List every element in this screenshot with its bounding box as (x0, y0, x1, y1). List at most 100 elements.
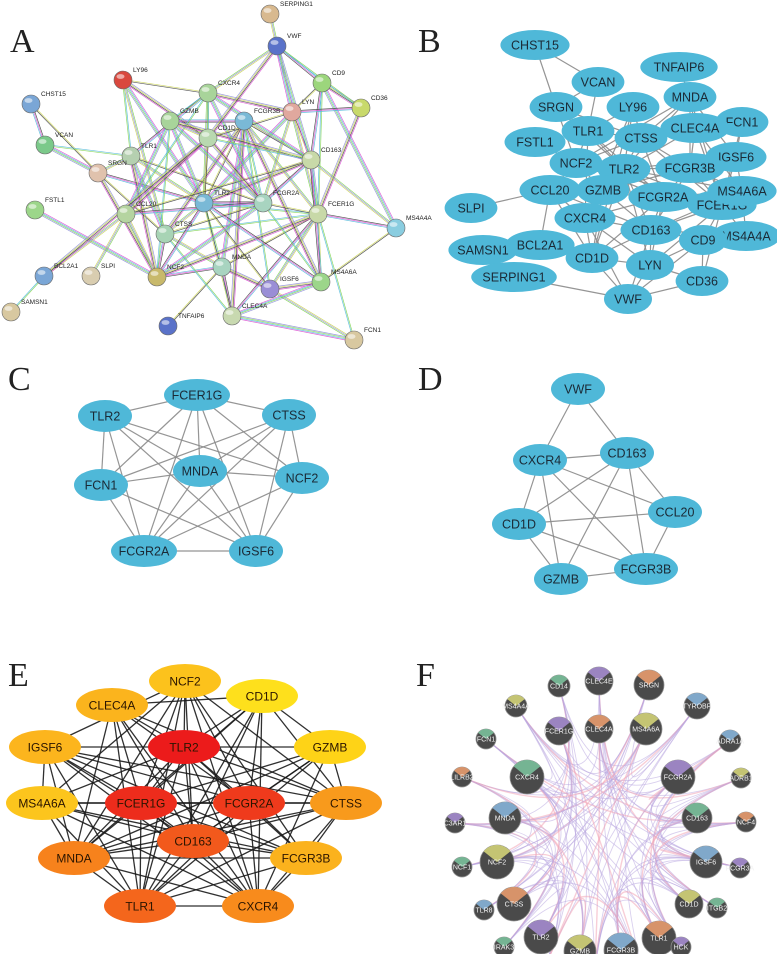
a-edge (231, 281, 321, 316)
a-edge (165, 214, 319, 235)
f-node-wedge (507, 695, 525, 706)
b-node-ellipse (505, 230, 575, 260)
b-node-cxcr4: CXCR4 (554, 203, 616, 233)
f-edge (540, 895, 637, 954)
a-edge (317, 214, 354, 341)
a-node-ball (113, 70, 133, 90)
b-node-label: CD1D (575, 252, 609, 266)
e-node-label: IGSF6 (28, 741, 63, 755)
a-edge (126, 213, 159, 277)
b-node-ms4a6a: MS4A6A (707, 176, 777, 206)
e-edge (73, 695, 263, 859)
a-node-ball (198, 128, 218, 148)
a-node-highlight (304, 154, 313, 159)
a-node-ball (260, 4, 280, 24)
a-edge (169, 121, 263, 204)
f-node-fcgr2a: FCGR2A (660, 759, 696, 795)
f-node-wedge (513, 760, 541, 777)
a-node-highlight (37, 270, 46, 275)
e-node-ellipse (76, 688, 148, 722)
f-node-label: IRAK3 (494, 945, 514, 952)
a-node-highlight (225, 310, 234, 315)
c-node-ellipse (78, 400, 132, 432)
a-edge (278, 45, 313, 160)
a-node-cd1d: CD1D (198, 125, 236, 148)
e-node-cd1d: CD1D (226, 679, 298, 713)
a-edge (157, 203, 206, 278)
f-node-wedge (527, 920, 555, 937)
a-node-highlight (311, 208, 320, 213)
a-edge (317, 214, 396, 230)
e-node-ellipse (222, 889, 294, 923)
a-edge (277, 45, 293, 112)
c-edge (143, 394, 198, 552)
e-edge (139, 746, 185, 907)
a-edge (122, 80, 208, 94)
b-node-label: FCGR2A (638, 191, 689, 205)
f-node-mnda: MNDA (488, 801, 522, 835)
b-node-fcgr2a: FCGR2A (628, 182, 698, 212)
a-node-highlight (201, 87, 210, 92)
f-node-wedge (645, 921, 673, 938)
a-edge (121, 80, 203, 205)
a-node-lyn: LYN (282, 99, 314, 122)
a-edge (269, 288, 355, 341)
e-node-cd163: CD163 (157, 824, 229, 858)
a-edge (157, 214, 319, 278)
f-edge (503, 888, 565, 948)
b-node-label: FCGR3B (665, 162, 716, 176)
a-node-highlight (256, 197, 265, 202)
b-node-cd163: CD163 (620, 215, 682, 245)
a-edge (89, 213, 126, 276)
a-edge (169, 122, 311, 162)
a-edge (204, 112, 294, 205)
a-edge (126, 203, 264, 216)
a-edge (98, 172, 158, 277)
b-node-samsn1: SAMSN1 (448, 235, 518, 265)
a-node-ball (311, 272, 331, 292)
c-edge (143, 477, 303, 552)
f-node-label: CD14 (550, 684, 568, 691)
e-node-fcer1g: FCER1G (105, 786, 177, 820)
e-node-ellipse (38, 841, 110, 875)
a-node-label: TNFAIP6 (178, 313, 205, 320)
a-edge (156, 202, 263, 277)
a-edge (157, 204, 265, 279)
a-node-label: SRGN (108, 160, 127, 167)
a-edge (262, 203, 321, 283)
c-node-ellipse (262, 399, 316, 431)
c-node-ellipse (74, 469, 128, 501)
b-node-label: TNFAIP6 (654, 61, 705, 75)
f-node-wedge (548, 717, 570, 731)
a-node-label: CD1D (218, 125, 236, 132)
e-node-label: MNDA (56, 852, 91, 866)
f-node-label: TYROBP (683, 704, 712, 711)
f-node-wedge (454, 766, 470, 777)
e-node-ellipse (148, 730, 220, 764)
a-edge (168, 267, 223, 327)
a-edge (34, 210, 157, 278)
f-node-label: GZMB (570, 949, 591, 954)
f-node-cd1d: CD1D (674, 889, 704, 919)
a-edge (243, 120, 319, 215)
a-node-highlight (201, 132, 210, 137)
e-node-label: FCGR2A (225, 797, 274, 811)
f-node-wedge (738, 812, 754, 822)
d-node-fcgr3b: FCGR3B (614, 553, 678, 585)
f-node-srgn: SRGN (633, 669, 665, 701)
a-node-label: CD163 (321, 147, 342, 154)
a-edge (318, 83, 323, 215)
a-node-highlight (119, 208, 128, 213)
f-node-label: FCGR3A (726, 866, 755, 873)
a-edge (207, 45, 277, 138)
a-node-highlight (215, 261, 224, 266)
f-node-adra1a: ADRA1A (716, 729, 744, 753)
b-node-ellipse (565, 243, 619, 273)
f-node-itgb2: ITGB2 (706, 897, 728, 919)
e-edge (44, 746, 250, 804)
a-node-ncf2: NCF2 (147, 264, 184, 287)
a-node-ms4a6a: MS4A6A (311, 269, 357, 292)
e-node-fcgr2a: FCGR2A (213, 786, 285, 820)
a-edge (207, 93, 311, 161)
d-node-label: GZMB (543, 573, 579, 587)
